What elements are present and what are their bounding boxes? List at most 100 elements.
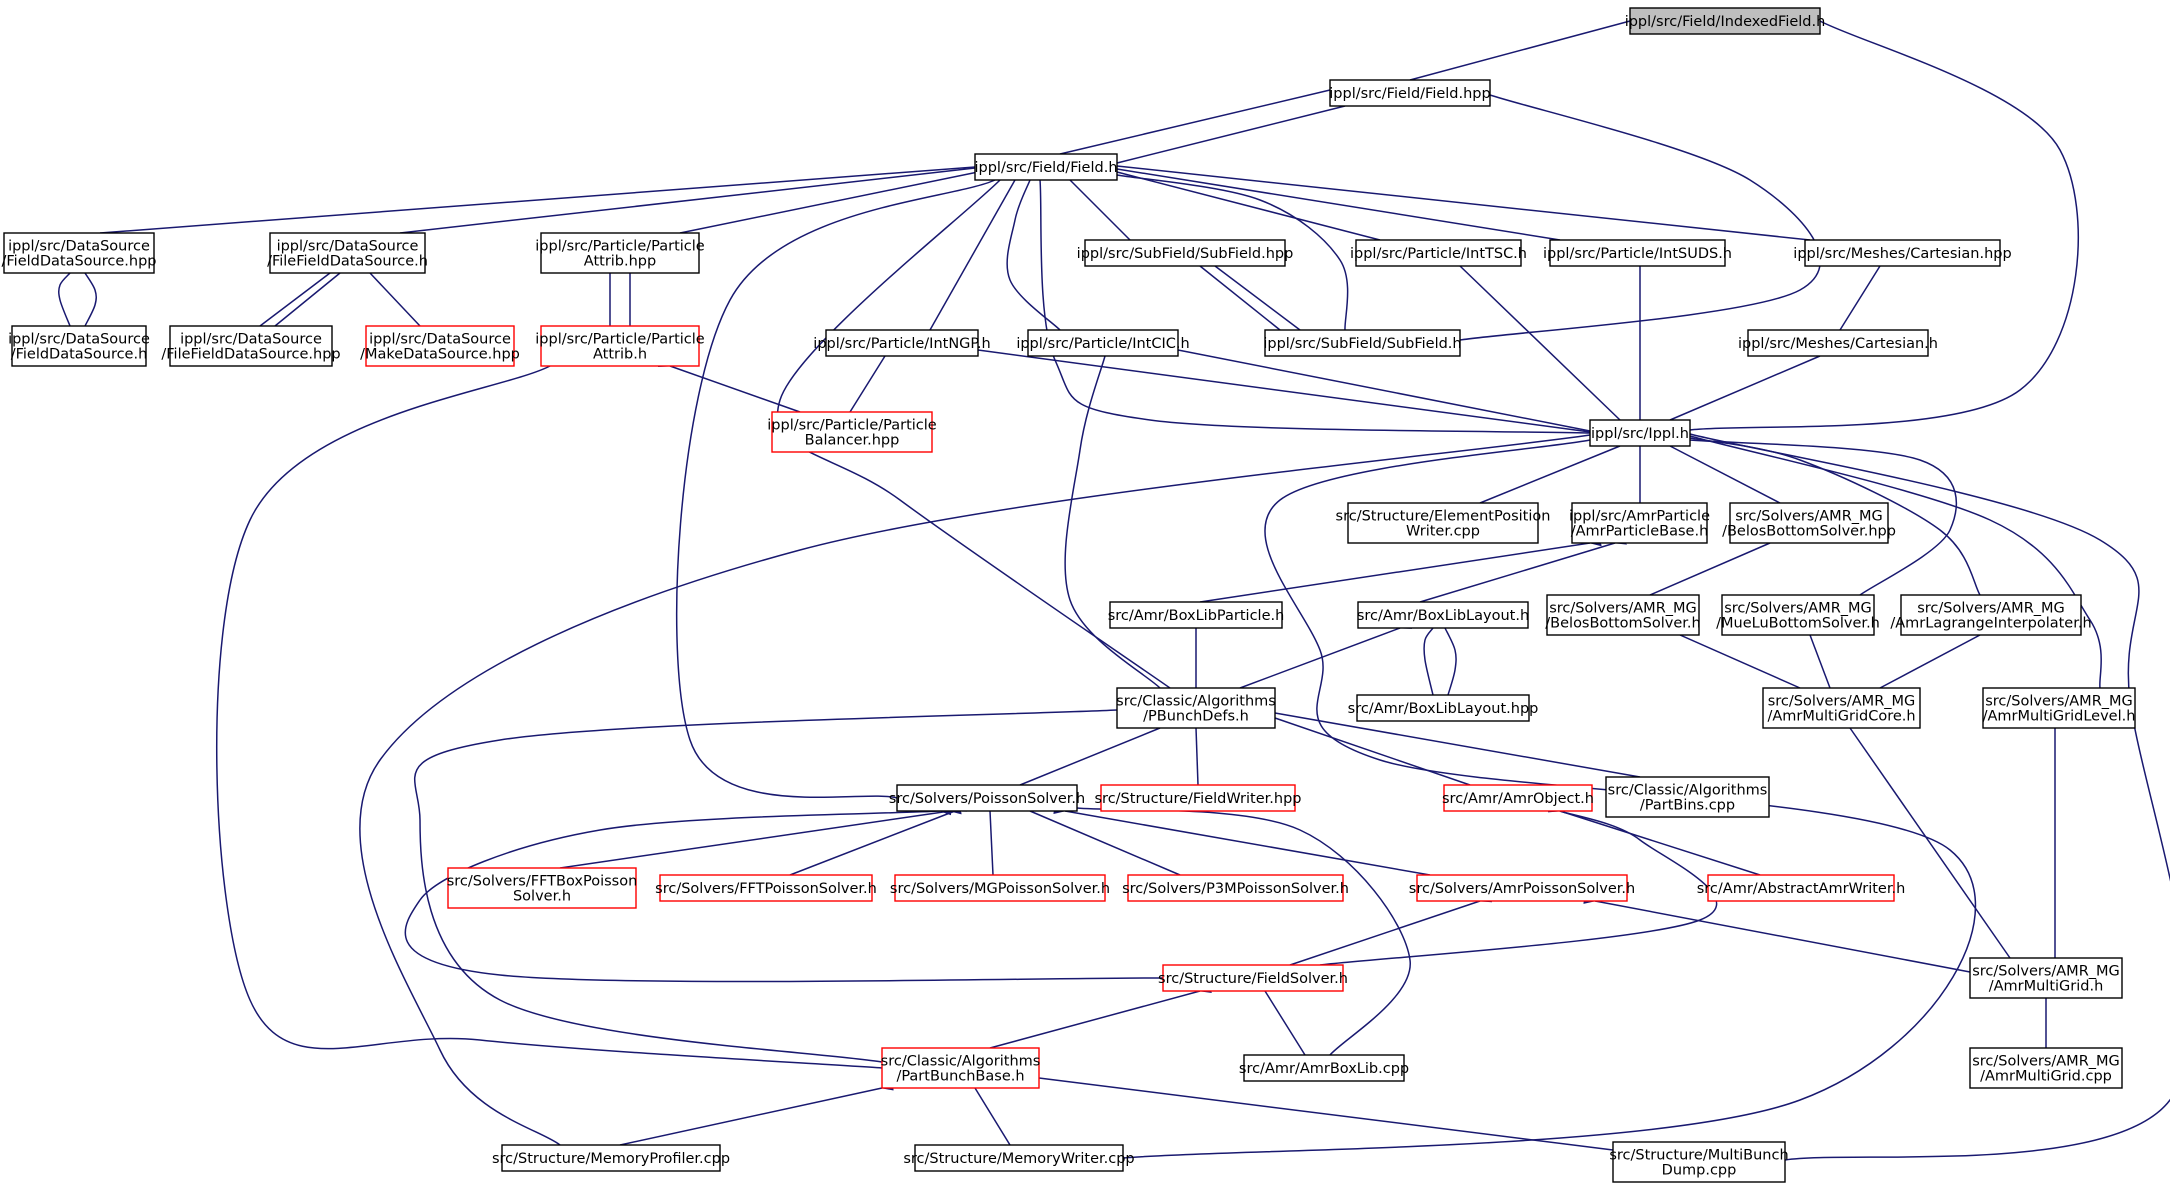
node-carthpp[interactable]: ippl/src/Meshes/Cartesian.hpp (1793, 239, 2012, 267)
node-memprof[interactable]: src/Structure/MemoryProfiler.cpp (492, 1144, 730, 1172)
edge-boxlibparticle-to-amrpb (1199, 536, 1602, 603)
node-poisson[interactable]: src/Solvers/PoissonSolver.h (889, 784, 1085, 812)
node-label: src/Solvers/AMR_MG (1768, 694, 1916, 710)
node-mglevel[interactable]: src/Solvers/AMR_MG/AmrMultiGridLevel.h (1982, 687, 2136, 729)
node-box (1084, 239, 1286, 267)
edge-mgcore-to-belosbh (1667, 625, 1801, 689)
node-box (1243, 1054, 1405, 1082)
node-mdshpp[interactable]: ippl/src/DataSource/MakeDataSource.hpp (360, 325, 520, 367)
node-muelu[interactable]: src/Solvers/AMR_MG/MueLuBottomSolver.h (1716, 594, 1880, 636)
node-label: /BelosBottomSolver.hpp (1722, 524, 1896, 540)
node-label: src/Solvers/MGPoissonSolver.h (890, 881, 1110, 897)
node-carth[interactable]: ippl/src/Meshes/Cartesian.h (1738, 329, 1938, 357)
node-memwriter[interactable]: src/Structure/MemoryWriter.cpp (903, 1144, 1135, 1172)
node-lagrange[interactable]: src/Solvers/AMR_MG/AmrLagrangeInterpolat… (1890, 594, 2092, 636)
node-box (896, 784, 1078, 812)
node-boxliblayouth[interactable]: src/Amr/BoxLibLayout.h (1357, 601, 1529, 629)
node-fdshpp[interactable]: ippl/src/DataSource/FieldDataSource.hpp (2, 232, 157, 274)
node-amrpb[interactable]: ippl/src/AmrParticle/AmrParticleBase.h (1569, 502, 1710, 544)
node-box (1416, 874, 1628, 902)
node-fieldh[interactable]: ippl/src/Field/Field.h (974, 153, 1118, 181)
node-label: /AmrParticleBase.h (1571, 524, 1709, 540)
node-fieldsolver[interactable]: src/Structure/FieldSolver.h (1158, 964, 1348, 992)
node-fdsh[interactable]: ippl/src/DataSource/FieldDataSource.h (8, 325, 150, 367)
node-subfieldh[interactable]: ippl/src/SubField/SubField.h (1263, 329, 1462, 357)
edge-ippl-to-inttsc (1448, 254, 1621, 421)
edge-pbunchdefs-to-boxliblayouth (1239, 619, 1413, 689)
node-label: Dump.cpp (1662, 1163, 1737, 1179)
edge-p3m-to-poisson (1017, 802, 1181, 876)
node-box (447, 867, 637, 909)
node-box (771, 411, 933, 453)
node-mgpoisson[interactable]: src/Solvers/MGPoissonSolver.h (890, 874, 1110, 902)
node-root[interactable]: ippl/src/Field/IndexedField.h (1625, 7, 1826, 35)
node-boxlibparticle[interactable]: src/Amr/BoxLibParticle.h (1108, 601, 1285, 629)
node-fieldhpp[interactable]: ippl/src/Field/Field.hpp (1329, 79, 1491, 107)
node-label: /PartBunchBase.h (896, 1069, 1024, 1085)
node-amrobject[interactable]: src/Amr/AmrObject.h (1442, 784, 1594, 812)
node-label: ippl/src/Field/Field.hpp (1329, 86, 1490, 102)
node-absamrwriter[interactable]: src/Amr/AbstractAmrWriter.h (1697, 874, 1906, 902)
node-box (1804, 239, 2001, 267)
node-inttsc[interactable]: ippl/src/Particle/IntTSC.h (1350, 239, 1527, 267)
node-label: ippl/src/Field/Field.h (974, 160, 1117, 176)
edge-ffdsh-to-fieldh (399, 161, 987, 234)
edge-mgpoisson-to-poisson (984, 799, 995, 876)
node-subfieldhpp[interactable]: ippl/src/SubField/SubField.hpp (1077, 239, 1294, 267)
node-ffdshpp[interactable]: ippl/src/DataSource/FileFieldDataSource.… (161, 325, 341, 367)
node-ippl[interactable]: ippl/src/Ippl.h (1589, 419, 1691, 447)
node-box (1629, 7, 1821, 35)
node-mgcore[interactable]: src/Solvers/AMR_MG/AmrMultiGridCore.h (1762, 687, 1921, 729)
node-amrpoisson[interactable]: src/Solvers/AmrPoissonSolver.h (1409, 874, 1635, 902)
node-label: ippl/src/Particle/Particle (535, 239, 705, 255)
node-intsuds[interactable]: ippl/src/Particle/IntSUDS.h (1543, 239, 1732, 267)
node-label: /FileFieldDataSource.hpp (161, 347, 340, 363)
node-box (1357, 601, 1529, 629)
edge-pbunchdefs-to-fieldh (777, 168, 1171, 689)
node-belosbh[interactable]: src/Solvers/AMR_MG/BelosBottomSolver.h (1545, 594, 1701, 636)
node-amrmg[interactable]: src/Solvers/AMR_MG/AmrMultiGrid.h (1969, 957, 2123, 999)
node-belosbhpp[interactable]: src/Solvers/AMR_MG/BelosBottomSolver.hpp (1722, 502, 1896, 544)
node-box (365, 325, 515, 367)
edge-intngp-to-fieldh (929, 167, 1025, 331)
node-fieldwriter[interactable]: src/Structure/FieldWriter.hpp (1095, 784, 1302, 812)
node-label: /AmrMultiGrid.cpp (1980, 1069, 2112, 1085)
node-ffdsh[interactable]: ippl/src/DataSource/FileFieldDataSource.… (267, 232, 428, 274)
node-partbins[interactable]: src/Classic/Algorithms/PartBins.cpp (1605, 776, 1770, 818)
node-label: ippl/src/Particle/IntNGP.h (813, 336, 990, 352)
node-p3m[interactable]: src/Solvers/P3MPoissonSolver.h (1122, 874, 1349, 902)
edge-memprof-to-partbunchbase (619, 1080, 894, 1146)
node-label: ippl/src/Meshes/Cartesian.h (1738, 336, 1938, 352)
edge-boxliblayouth-to-boxliblayouthpp (1440, 627, 1457, 707)
node-partbunchbase[interactable]: src/Classic/Algorithms/PartBunchBase.h (881, 1047, 1041, 1089)
node-intngp[interactable]: ippl/src/Particle/IntNGP.h (813, 329, 991, 357)
node-box (914, 1144, 1124, 1172)
node-label: src/Amr/BoxLibLayout.h (1357, 608, 1529, 624)
node-label: src/Amr/AmrBoxLib.cpp (1239, 1061, 1409, 1077)
node-amrmgcpp[interactable]: src/Solvers/AMR_MG/AmrMultiGrid.cpp (1969, 1047, 2123, 1089)
node-label: src/Amr/AmrObject.h (1442, 791, 1594, 807)
edge-fdshpp-to-fdsh (75, 272, 97, 339)
node-label: src/Solvers/AMR_MG (1724, 601, 1872, 617)
node-fftpoisson[interactable]: src/Solvers/FFTPoissonSolver.h (655, 874, 877, 902)
edge-intcic-to-fieldh (1006, 167, 1061, 331)
node-box (1162, 964, 1344, 992)
edge-ippl-to-carth (1669, 347, 1833, 421)
node-boxliblayouthpp[interactable]: src/Amr/BoxLibLayout.hpp (1348, 694, 1539, 722)
edge-fieldwriter-to-pbunchdefs (1190, 716, 1201, 786)
node-intcic[interactable]: ippl/src/Particle/IntCIC.h (1016, 329, 1190, 357)
node-label: /AmrMultiGrid.h (1989, 979, 2104, 995)
node-label: src/Amr/BoxLibParticle.h (1108, 608, 1285, 624)
node-label: src/Solvers/PoissonSolver.h (889, 791, 1085, 807)
edge-amrmg-to-mgcore (1839, 716, 2011, 959)
node-box (501, 1144, 721, 1172)
edge-muelu-to-ippl (1678, 434, 1958, 596)
node-amrboxlib[interactable]: src/Amr/AmrBoxLib.cpp (1239, 1054, 1409, 1082)
node-pbunchdefs[interactable]: src/Classic/Algorithms/PBunchDefs.h (1116, 687, 1276, 729)
